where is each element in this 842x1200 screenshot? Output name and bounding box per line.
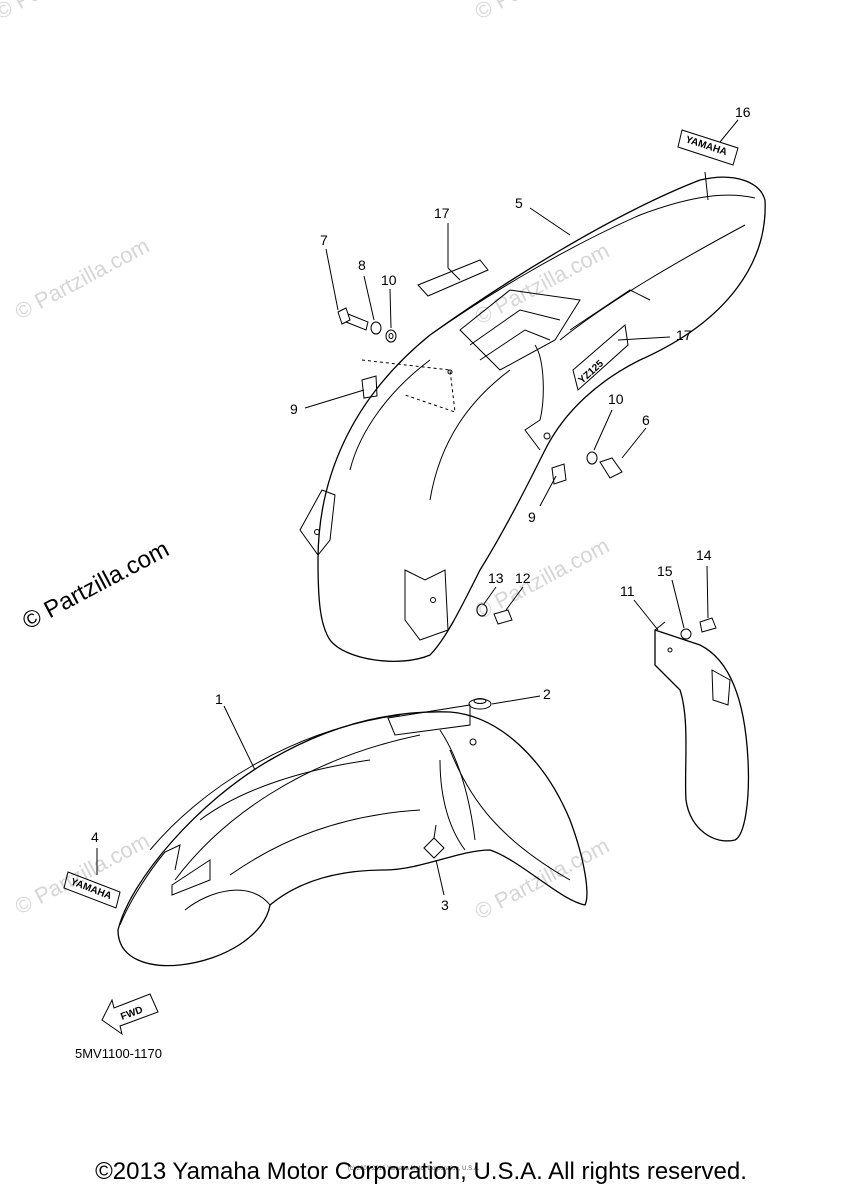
number-plate	[654, 621, 750, 842]
decal-yz125: YZ125	[577, 358, 607, 386]
callout-1: 1	[215, 691, 223, 707]
callout-17-side: 17	[676, 327, 692, 343]
callout-16: 16	[735, 104, 751, 120]
watermark: © Partzilla.com	[11, 233, 154, 325]
fwd-label: FWD	[119, 1005, 144, 1023]
callout-11: 11	[620, 583, 635, 599]
callout-14: 14	[696, 547, 712, 563]
callout-10-right: 10	[608, 391, 624, 407]
fine-print: (c) 2005-2016 Yamaha Motor Corporation, …	[348, 1166, 480, 1172]
callout-9-left: 9	[290, 401, 298, 417]
fwd-arrow: FWD	[101, 993, 159, 1036]
watermark-dark: © Partzilla.com	[18, 536, 173, 636]
callout-9-right: 9	[528, 509, 536, 525]
callout-6: 6	[642, 412, 650, 428]
diagram-code: 5MV1100-1170	[75, 1046, 162, 1061]
decal-17	[417, 259, 489, 297]
leader-lines	[96, 119, 739, 896]
decal-top: YAMAHA	[677, 129, 739, 166]
callout-4: 4	[91, 829, 99, 845]
watermark: © Partzilla.com	[471, 833, 614, 925]
callouts: 1 2 3 4 5 6 7 8 9 9 10 10 11 12 13 14 15…	[91, 104, 751, 913]
callout-17-top: 17	[434, 205, 450, 221]
callout-8: 8	[358, 257, 366, 273]
callout-10-left: 10	[381, 272, 397, 288]
callout-3: 3	[441, 897, 449, 913]
watermark: © Partzilla.com	[0, 0, 133, 24]
copyright-notice: ©2013 Yamaha Motor Corporation, U.S.A. A…	[95, 1158, 747, 1185]
callout-15: 15	[657, 563, 673, 579]
callout-5: 5	[515, 195, 523, 211]
watermark: © Partzilla.com	[11, 828, 154, 920]
watermark: © Partzilla.com	[471, 0, 614, 24]
callout-2: 2	[543, 686, 551, 702]
callout-12: 12	[515, 570, 531, 586]
callout-7: 7	[320, 232, 328, 248]
fasteners	[337, 307, 717, 859]
callout-13: 13	[488, 570, 504, 586]
watermarks: © Partzilla.com © Partzilla.com © Partzi…	[0, 0, 613, 924]
